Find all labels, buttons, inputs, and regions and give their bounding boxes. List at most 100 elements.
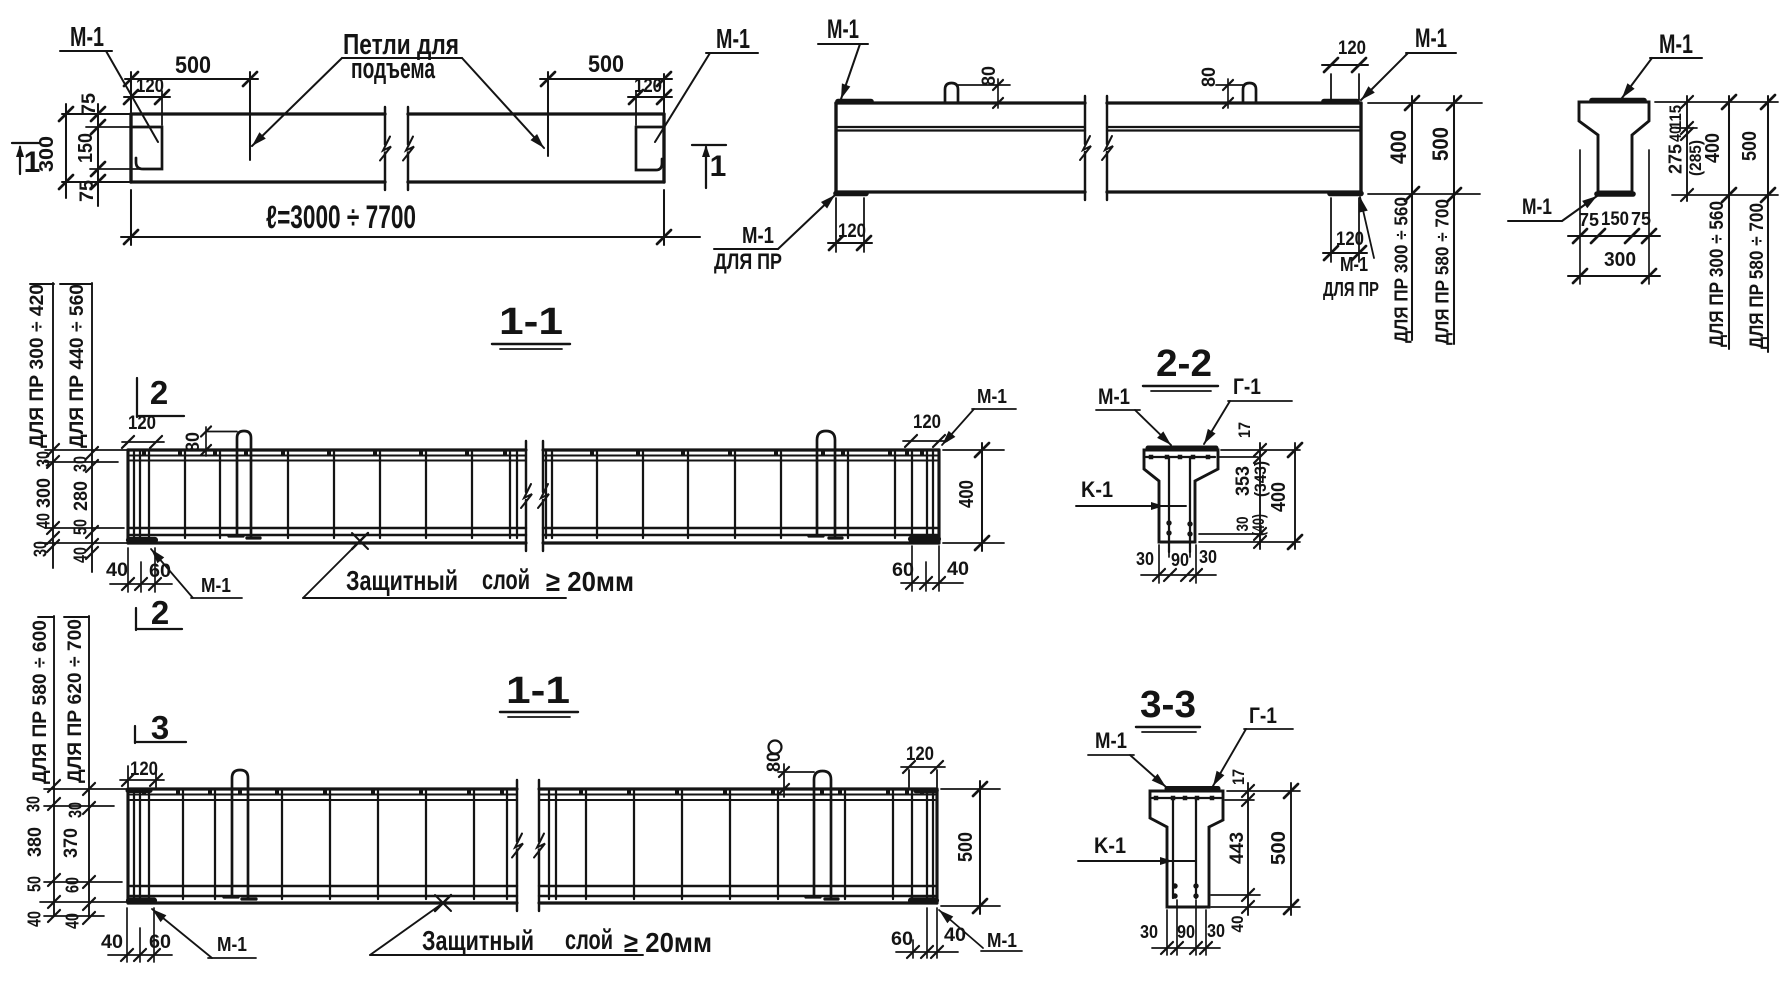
svg-text:2: 2 bbox=[150, 374, 168, 411]
svg-text:ДЛЯ ПР 440 ÷ 560: ДЛЯ ПР 440 ÷ 560 bbox=[67, 284, 88, 448]
svg-text:30: 30 bbox=[1199, 547, 1217, 567]
svg-text:353: 353 bbox=[1233, 466, 1254, 496]
svg-text:443: 443 bbox=[1227, 832, 1248, 864]
svg-text:75: 75 bbox=[79, 93, 100, 115]
svg-text:17: 17 bbox=[1229, 769, 1248, 785]
svg-text:1-1: 1-1 bbox=[506, 670, 570, 712]
svg-text:≥ 20мм: ≥ 20мм bbox=[546, 566, 634, 597]
svg-text:М-1: М-1 bbox=[1522, 194, 1552, 219]
svg-text:115: 115 bbox=[1666, 105, 1685, 129]
svg-text:380: 380 bbox=[25, 827, 46, 857]
svg-text:120: 120 bbox=[838, 221, 866, 242]
svg-text:30: 30 bbox=[24, 796, 44, 812]
svg-text:ДЛЯ ПР: ДЛЯ ПР bbox=[714, 249, 782, 274]
svg-text:500: 500 bbox=[588, 51, 624, 78]
svg-text:ДЛЯ ПР: ДЛЯ ПР bbox=[1323, 279, 1379, 301]
svg-text:≥ 20мм: ≥ 20мм bbox=[624, 927, 712, 958]
svg-text:40: 40 bbox=[101, 932, 123, 953]
svg-text:75: 75 bbox=[1579, 210, 1599, 230]
svg-text:1: 1 bbox=[24, 146, 41, 179]
svg-text:30: 30 bbox=[31, 541, 51, 557]
svg-text:40: 40 bbox=[1666, 126, 1685, 142]
svg-text:60: 60 bbox=[149, 561, 171, 582]
svg-text:120: 120 bbox=[128, 413, 156, 434]
svg-text:120: 120 bbox=[130, 759, 158, 780]
svg-text:60: 60 bbox=[891, 929, 913, 950]
svg-text:400: 400 bbox=[1702, 133, 1724, 163]
svg-text:ДЛЯ ПР 300 ÷ 560: ДЛЯ ПР 300 ÷ 560 bbox=[1707, 201, 1728, 347]
svg-text:М-1: М-1 bbox=[977, 386, 1007, 408]
svg-text:слой: слой bbox=[482, 564, 530, 595]
svg-text:М-1: М-1 bbox=[1098, 384, 1130, 409]
svg-text:ДЛЯ ПР 300 ÷ 560: ДЛЯ ПР 300 ÷ 560 bbox=[1392, 197, 1412, 343]
svg-text:K-1: K-1 bbox=[1081, 477, 1113, 502]
svg-text:275: 275 bbox=[1666, 144, 1686, 174]
svg-text:М-1: М-1 bbox=[987, 930, 1017, 952]
svg-text:120: 120 bbox=[913, 412, 941, 433]
svg-text:Г-1: Г-1 bbox=[1249, 703, 1277, 728]
svg-text:75: 75 bbox=[77, 180, 98, 202]
svg-text:400: 400 bbox=[1268, 482, 1290, 512]
svg-text:90: 90 bbox=[1177, 922, 1195, 942]
svg-text:40: 40 bbox=[34, 513, 54, 529]
svg-text:слой: слой bbox=[565, 924, 613, 955]
svg-text:300: 300 bbox=[34, 478, 55, 508]
svg-text:М-1: М-1 bbox=[201, 575, 231, 597]
svg-text:1-1: 1-1 bbox=[499, 301, 563, 343]
svg-text:30: 30 bbox=[71, 456, 91, 472]
svg-text:40: 40 bbox=[106, 560, 128, 581]
svg-text:2-2: 2-2 bbox=[1156, 343, 1212, 385]
svg-text:30: 30 bbox=[1136, 549, 1154, 569]
svg-text:400: 400 bbox=[1386, 130, 1411, 164]
svg-text:300: 300 bbox=[36, 136, 58, 172]
svg-text:30: 30 bbox=[1233, 517, 1252, 532]
svg-text:120: 120 bbox=[1336, 229, 1364, 250]
svg-text:120: 120 bbox=[136, 76, 164, 97]
svg-text:ДЛЯ ПР 580 ÷ 700: ДЛЯ ПР 580 ÷ 700 bbox=[1433, 199, 1453, 345]
svg-text:280: 280 bbox=[71, 481, 92, 511]
svg-text:500: 500 bbox=[1428, 127, 1453, 161]
svg-text:Петли для: Петли для bbox=[343, 29, 459, 61]
svg-text:30: 30 bbox=[66, 802, 86, 818]
svg-text:80: 80 bbox=[183, 432, 204, 452]
svg-text:М-1: М-1 bbox=[716, 23, 750, 54]
svg-text:60: 60 bbox=[892, 560, 914, 581]
svg-text:40: 40 bbox=[63, 913, 83, 929]
svg-text:30: 30 bbox=[1140, 922, 1158, 942]
svg-text:K-1: K-1 bbox=[1094, 833, 1126, 858]
svg-text:40: 40 bbox=[1228, 916, 1247, 933]
svg-text:30: 30 bbox=[1207, 921, 1225, 941]
svg-text:150: 150 bbox=[1601, 209, 1629, 230]
svg-text:500: 500 bbox=[175, 52, 211, 79]
svg-text:2: 2 bbox=[151, 594, 169, 631]
svg-text:120: 120 bbox=[1338, 38, 1366, 59]
svg-text:М-1: М-1 bbox=[217, 934, 247, 956]
svg-text:150: 150 bbox=[75, 133, 97, 163]
svg-text:Защитный: Защитный bbox=[346, 565, 458, 596]
svg-text:370: 370 bbox=[61, 828, 82, 858]
svg-text:80: 80 bbox=[764, 752, 785, 772]
svg-text:40: 40 bbox=[25, 911, 45, 927]
svg-text:30: 30 bbox=[34, 451, 54, 467]
svg-text:300: 300 bbox=[1604, 249, 1636, 271]
svg-text:60: 60 bbox=[149, 932, 171, 953]
svg-text:М-1: М-1 bbox=[1095, 728, 1127, 753]
svg-text:120: 120 bbox=[906, 744, 934, 765]
svg-text:Г-1: Г-1 bbox=[1233, 374, 1261, 399]
svg-text:17: 17 bbox=[1235, 422, 1254, 438]
svg-text:500: 500 bbox=[1268, 831, 1290, 865]
svg-text:40: 40 bbox=[944, 925, 966, 946]
svg-text:ДЛЯ ПР 300 ÷ 420: ДЛЯ ПР 300 ÷ 420 bbox=[27, 284, 48, 448]
svg-text:80: 80 bbox=[979, 66, 1000, 86]
svg-text:ДЛЯ ПР 580 ÷ 700: ДЛЯ ПР 580 ÷ 700 bbox=[1747, 203, 1768, 349]
svg-text:40: 40 bbox=[947, 559, 969, 580]
svg-text:120: 120 bbox=[634, 76, 662, 97]
svg-text:М-1: М-1 bbox=[827, 14, 859, 44]
svg-text:400: 400 bbox=[956, 480, 978, 508]
svg-text:3-3: 3-3 bbox=[1140, 684, 1196, 726]
svg-text:90: 90 bbox=[1171, 550, 1189, 570]
svg-text:ДЛЯ ПР 620 ÷ 700: ДЛЯ ПР 620 ÷ 700 bbox=[65, 619, 86, 783]
svg-text:75: 75 bbox=[1631, 209, 1651, 229]
svg-text:М-1: М-1 bbox=[1659, 29, 1693, 59]
svg-text:80: 80 bbox=[1199, 67, 1220, 87]
